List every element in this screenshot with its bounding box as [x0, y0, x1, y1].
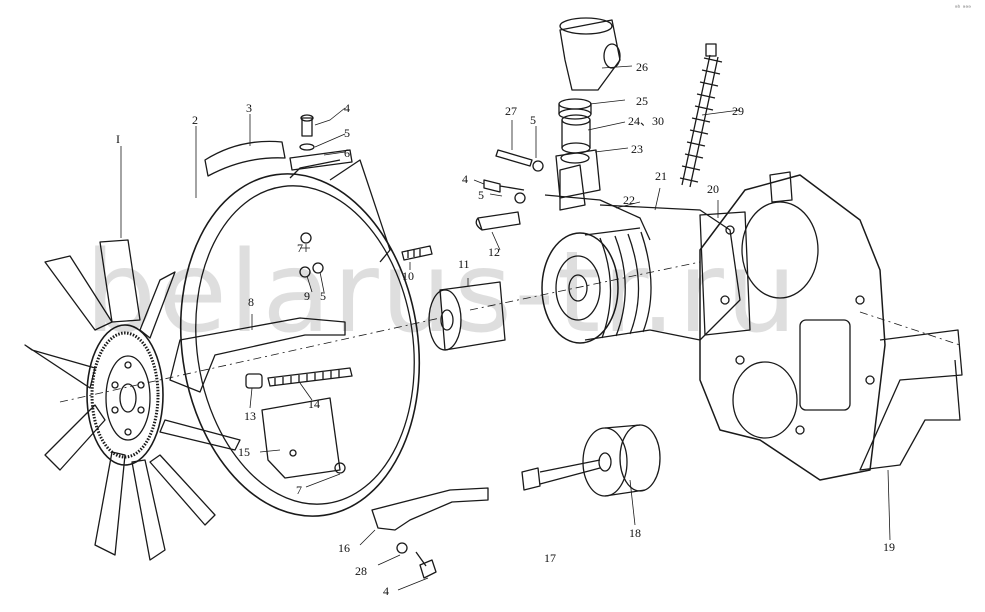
callout-2: 2 [192, 113, 198, 127]
callout-13: 13 [244, 409, 256, 423]
upper-bolts [483, 149, 544, 204]
callout-21: 21 [655, 169, 667, 183]
flex-hose [679, 43, 723, 188]
fan [24, 239, 241, 561]
callout-10: 10 [402, 269, 414, 283]
stud-assembly [245, 367, 353, 389]
callout-3: 3 [246, 101, 252, 115]
callout-4-upper: 4 [462, 172, 468, 186]
callout-26: 26 [636, 60, 648, 74]
callout-28: 28 [355, 564, 367, 578]
water-pump [541, 164, 741, 344]
gasket [699, 211, 751, 336]
callout-17: 17 [544, 551, 556, 565]
fan-shroud [179, 159, 421, 517]
shroud-strip [204, 140, 286, 177]
top-bracket-hardware [289, 114, 353, 171]
callout-5-mid: 5 [320, 289, 326, 303]
callout-8: 8 [248, 295, 254, 309]
spacer-11 [428, 281, 506, 351]
callout-12: 12 [488, 245, 500, 259]
idler-pulley [521, 424, 661, 497]
callout-9: 9 [304, 289, 310, 303]
callout-11: 11 [458, 257, 470, 271]
callout-5-upper2: 5 [478, 188, 484, 202]
callout-6: 6 [344, 146, 350, 160]
small-nuts [299, 232, 346, 474]
corner-mark: ᵃᵇ ᵃᵃᵃ [954, 4, 971, 12]
watermark-text: belarus-tr.ru [85, 228, 799, 358]
callout-23: 23 [631, 142, 643, 156]
callout-7-top: 7 [297, 241, 303, 255]
callout-I: I [116, 132, 120, 146]
callout-29: 29 [732, 104, 744, 118]
callout-7-bottom: 7 [296, 483, 302, 497]
lower-plate [261, 397, 341, 479]
guard [859, 329, 963, 471]
callout-20: 20 [707, 182, 719, 196]
callout-15: 15 [238, 445, 250, 459]
callout-14: 14 [308, 397, 320, 411]
callout-5-top: 5 [344, 126, 350, 140]
callout-16: 16 [338, 541, 350, 555]
callout-27: 27 [505, 104, 517, 118]
callout-18: 18 [629, 526, 641, 540]
timing-cover [699, 171, 886, 481]
callout-5-upper: 5 [530, 113, 536, 127]
lower-bracket [371, 487, 489, 579]
bolt-12 [475, 211, 521, 231]
callout-22: 22 [623, 193, 635, 207]
callout-19: 19 [883, 540, 895, 554]
water-elbow [555, 17, 621, 199]
support-bar [169, 317, 346, 393]
leader-lines [120, 65, 891, 591]
shaft-axis [59, 261, 961, 403]
bolt-10 [401, 245, 433, 261]
callout-4-top: 4 [344, 101, 350, 115]
callout-4-bottom: 4 [383, 584, 389, 598]
callout-25: 25 [636, 94, 648, 108]
callout-24-30: 24、30 [628, 114, 665, 128]
